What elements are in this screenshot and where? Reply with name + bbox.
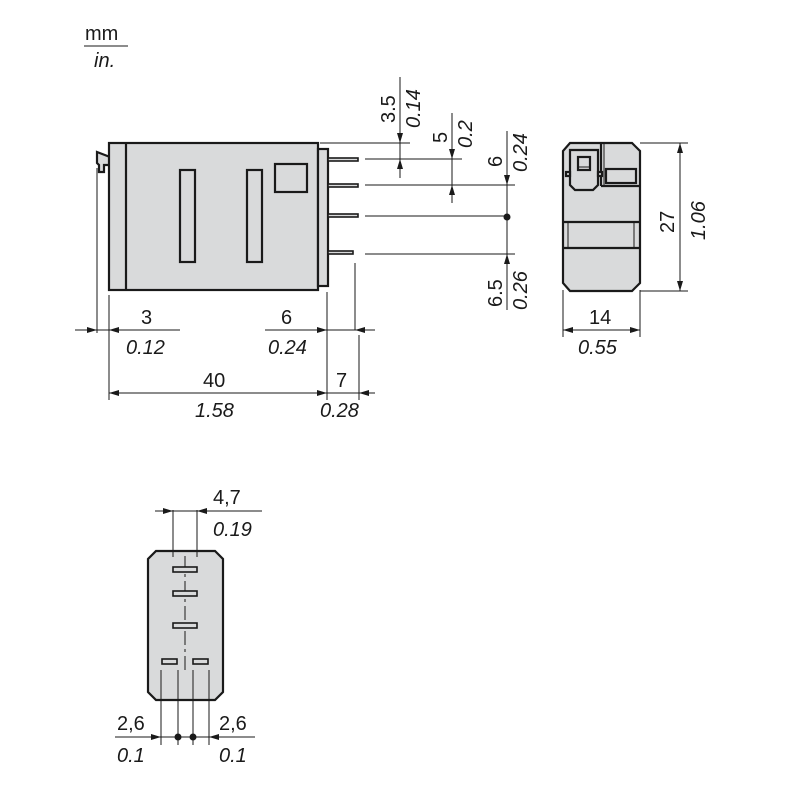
dim-pin-spacing-mm: 4,7: [213, 487, 241, 509]
relay-base: [316, 147, 330, 288]
dim-pitch3-in: 0.26: [510, 270, 532, 310]
dim-right-offset-mm: 2,6: [219, 713, 247, 735]
bottom-pin-3: [172, 622, 198, 629]
window-right: [245, 168, 264, 264]
dim-pin-top-mm: 3.5: [378, 95, 400, 123]
end-latch-window: [576, 155, 592, 172]
dim-pitch1-mm: 5: [430, 132, 452, 143]
dim-height-in: 1.06: [688, 200, 710, 240]
bottom-pin-5: [192, 658, 209, 665]
dim-left-offset-in: 0.1: [117, 745, 145, 767]
dim-pin-length-mm: 7: [336, 370, 347, 392]
dim-pin-length-in: 0.28: [320, 400, 359, 422]
dim-pitch2-in: 0.24: [510, 133, 532, 172]
dim-width-in: 0.55: [578, 337, 618, 359]
side-view: 3.5 0.14 5 0.2 6 0.24 6.5 0.26 3 0.12 6: [75, 77, 532, 422]
dim-body-in: 1.58: [195, 400, 234, 422]
window-left: [178, 168, 197, 264]
unit-mm: mm: [85, 23, 118, 45]
dim-pitch2-mm: 6: [485, 156, 507, 167]
dim-base-mm: 6: [281, 307, 292, 329]
label-window: [273, 162, 309, 194]
pin-1: [327, 157, 359, 162]
dim-pin-top-in: 0.14: [403, 89, 425, 128]
dim-height-mm: 27: [657, 211, 679, 233]
end-view: 27 1.06 14 0.55: [561, 141, 710, 359]
dim-clip-in: 0.12: [126, 337, 165, 359]
bottom-pin-1: [172, 566, 198, 573]
dim-pin-spacing-in: 0.19: [213, 519, 252, 541]
unit-inch: in.: [94, 50, 115, 72]
dim-width-mm: 14: [589, 307, 611, 329]
bottom-pin-2: [172, 590, 198, 597]
dim-body-mm: 40: [203, 370, 225, 392]
dim-pitch3-mm: 6.5: [485, 279, 507, 307]
dim-clip-mm: 3: [141, 307, 152, 329]
dim-right-offset-in: 0.1: [219, 745, 247, 767]
end-label-slot: [604, 167, 638, 185]
dim-pitch1-in: 0.2: [455, 120, 477, 148]
pin-2: [327, 183, 359, 188]
bottom-view: 4,7 0.19 2,6 0.1 2,6 0.1: [115, 487, 262, 767]
units-legend: mm in.: [84, 23, 128, 72]
pin-3: [327, 213, 359, 218]
bottom-pin-4: [161, 658, 178, 665]
dim-base-in: 0.24: [268, 337, 307, 359]
dim-left-offset-mm: 2,6: [117, 713, 145, 735]
pin-4: [327, 250, 354, 255]
